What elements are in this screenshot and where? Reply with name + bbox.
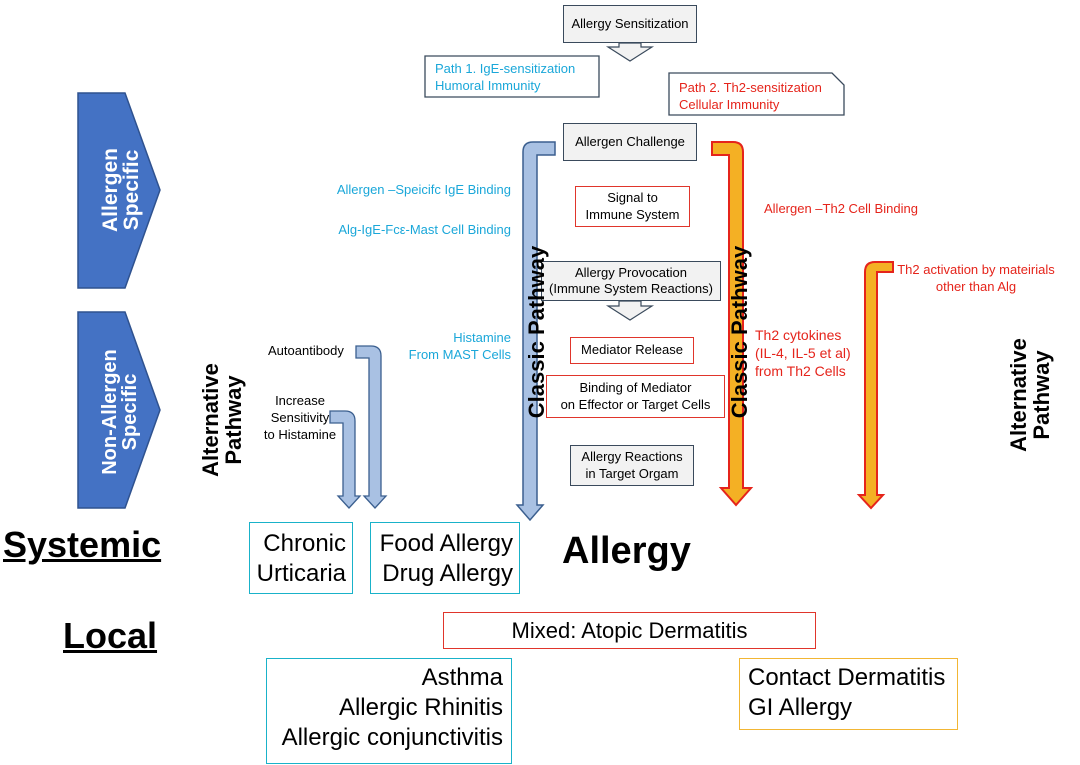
path2-text: Path 2. Th2-sensitization Cellular Immun…: [679, 80, 822, 114]
allergy-sensitization-box: Allergy Sensitization: [563, 5, 697, 43]
alternative-pathway-right-label: Alternative Pathway: [1006, 325, 1057, 465]
alternative-right-line1: Alternative: [1006, 338, 1031, 452]
allergen-challenge-text: Allergen Challenge: [575, 133, 685, 149]
allergy-sensitization-text: Allergy Sensitization: [571, 15, 689, 31]
th2-activation-line2: other than Alg: [935, 278, 1017, 294]
provocation-line1: Allergy Provocation: [575, 264, 687, 280]
chronic-line: Chronic: [263, 530, 346, 557]
reactions-line2: in Target Orgam: [585, 465, 679, 481]
allergen-specific-line1: Allergen: [99, 147, 122, 233]
allergy-heading: Allergy: [562, 530, 691, 572]
signal-line1: Signal to: [607, 190, 658, 206]
food-allergy-line: Food Allergy: [379, 530, 513, 557]
path1-callout: [424, 55, 600, 98]
binding-box: Binding of Mediator on Effector or Targe…: [546, 375, 725, 418]
binding-line1: Binding of Mediator: [579, 380, 692, 396]
histamine-label: Histamine From MAST Cells: [409, 330, 511, 364]
asthma-line: Asthma: [421, 664, 503, 691]
local-heading: Local: [63, 615, 158, 656]
th2-binding-label: Allergen –Th2 Cell Binding: [764, 201, 918, 216]
th2-cytokines-label: Th2 cytokines (IL-4, IL-5 et al) from Th…: [755, 326, 851, 381]
path1-text: Path 1. IgE-sensitization Humoral Immuni…: [435, 61, 575, 95]
alternative-left-line1: Alternative: [198, 363, 223, 477]
histamine-line1: Histamine: [453, 330, 511, 345]
non-allergen-specific-arrow: [77, 311, 161, 509]
mast-binding-label: Alg-IgE-Fcε-Mast Cell Binding: [338, 222, 511, 237]
reactions-line1: Allergy Reactions: [581, 449, 683, 465]
allergen-specific-label: Allergen Specific: [99, 115, 143, 265]
path2-line2: Cellular Immunity: [679, 96, 780, 112]
th2-activation-line1: Th2 activation by mateirials: [897, 262, 1055, 277]
asthma-group-box: Asthma Allergic Rhinitis Allergic conjun…: [266, 658, 512, 764]
mixed-box: Mixed: Atopic Dermatitis: [443, 612, 816, 649]
alternative-left-line2: Pathway: [221, 375, 247, 465]
sensitivity-label: Increase Sensitivity to Histamine: [260, 393, 340, 444]
ige-binding-label: Allergen –Speicifc IgE Binding: [336, 182, 511, 197]
th2-cytokines-line3: from Th2 Cells: [755, 363, 846, 380]
classic-pathway-blue-arrow: [515, 141, 556, 522]
path1-line1: Path 1. IgE-sensitization: [435, 61, 576, 76]
path2-line1: Path 2. Th2-sensitization: [679, 80, 822, 95]
down-arrow-2: [605, 300, 655, 321]
histamine-line2: From MAST Cells: [408, 346, 511, 362]
signal-box: Signal to Immune System: [575, 186, 690, 227]
autoantibody-arrow: [355, 345, 388, 509]
non-allergen-specific-line1: Non-Allergen: [99, 349, 121, 475]
chronic-urticaria-box: Chronic Urticaria: [249, 522, 353, 594]
mediator-release-text: Mediator Release: [581, 342, 683, 358]
alternative-pathway-orange-arrow: [856, 261, 894, 510]
systemic-heading: Systemic: [3, 524, 162, 565]
allergen-challenge-box: Allergen Challenge: [563, 123, 697, 161]
signal-line2: Immune System: [585, 206, 680, 222]
classic-pathway-left-label: Classic Pathway: [524, 245, 549, 419]
sensitivity-line3: to Histamine: [263, 426, 337, 442]
reactions-box: Allergy Reactions in Target Orgam: [570, 445, 694, 486]
non-allergen-specific-label: Non-Allergen Specific: [99, 327, 141, 497]
th2-activation-label: Th2 activation by mateirials other than …: [890, 262, 1062, 296]
mediator-release-box: Mediator Release: [570, 337, 694, 364]
autoantibody-label: Autoantibody: [268, 343, 344, 358]
path1-line2: Humoral Immunity: [435, 77, 541, 93]
allergic-rhinitis-line: Allergic Rhinitis: [338, 694, 503, 721]
food-drug-box: Food Allergy Drug Allergy: [370, 522, 520, 594]
classic-pathway-right-label: Classic Pathway: [727, 245, 752, 419]
binding-line2: on Effector or Target Cells: [560, 396, 711, 412]
path2-callout: [668, 72, 845, 116]
mixed-text: Mixed: Atopic Dermatitis: [511, 617, 748, 643]
allergen-specific-line2: Specific: [120, 149, 143, 231]
down-arrow-1: [605, 42, 655, 62]
allergic-conjunctivitis-line: Allergic conjunctivitis: [281, 724, 503, 751]
th2-cytokines-line2: (IL-4, IL-5 et al): [755, 345, 851, 362]
sensitivity-line2: Sensitivity: [270, 409, 330, 425]
provocation-line2: (Immune System Reactions): [549, 281, 713, 296]
contact-group-box: Contact Dermatitis GI Allergy: [739, 658, 958, 730]
classic-pathway-orange-arrow: [711, 141, 754, 507]
allergen-specific-arrow: [77, 92, 161, 289]
drug-allergy-line: Drug Allergy: [382, 560, 513, 587]
alternative-right-line2: Pathway: [1029, 350, 1055, 440]
alternative-pathway-left-label: Alternative Pathway: [198, 350, 249, 490]
urticaria-line: Urticaria: [256, 560, 346, 587]
non-allergen-specific-line2: Specific: [119, 373, 141, 451]
gi-allergy-line: GI Allergy: [748, 694, 853, 721]
sensitivity-arrow: [329, 410, 362, 509]
sensitivity-line1: Increase: [275, 393, 325, 408]
contact-dermatitis-line: Contact Dermatitis: [748, 664, 946, 691]
provocation-box: Allergy Provocation (Immune System React…: [541, 261, 721, 301]
th2-cytokines-line1: Th2 cytokines: [755, 327, 842, 343]
